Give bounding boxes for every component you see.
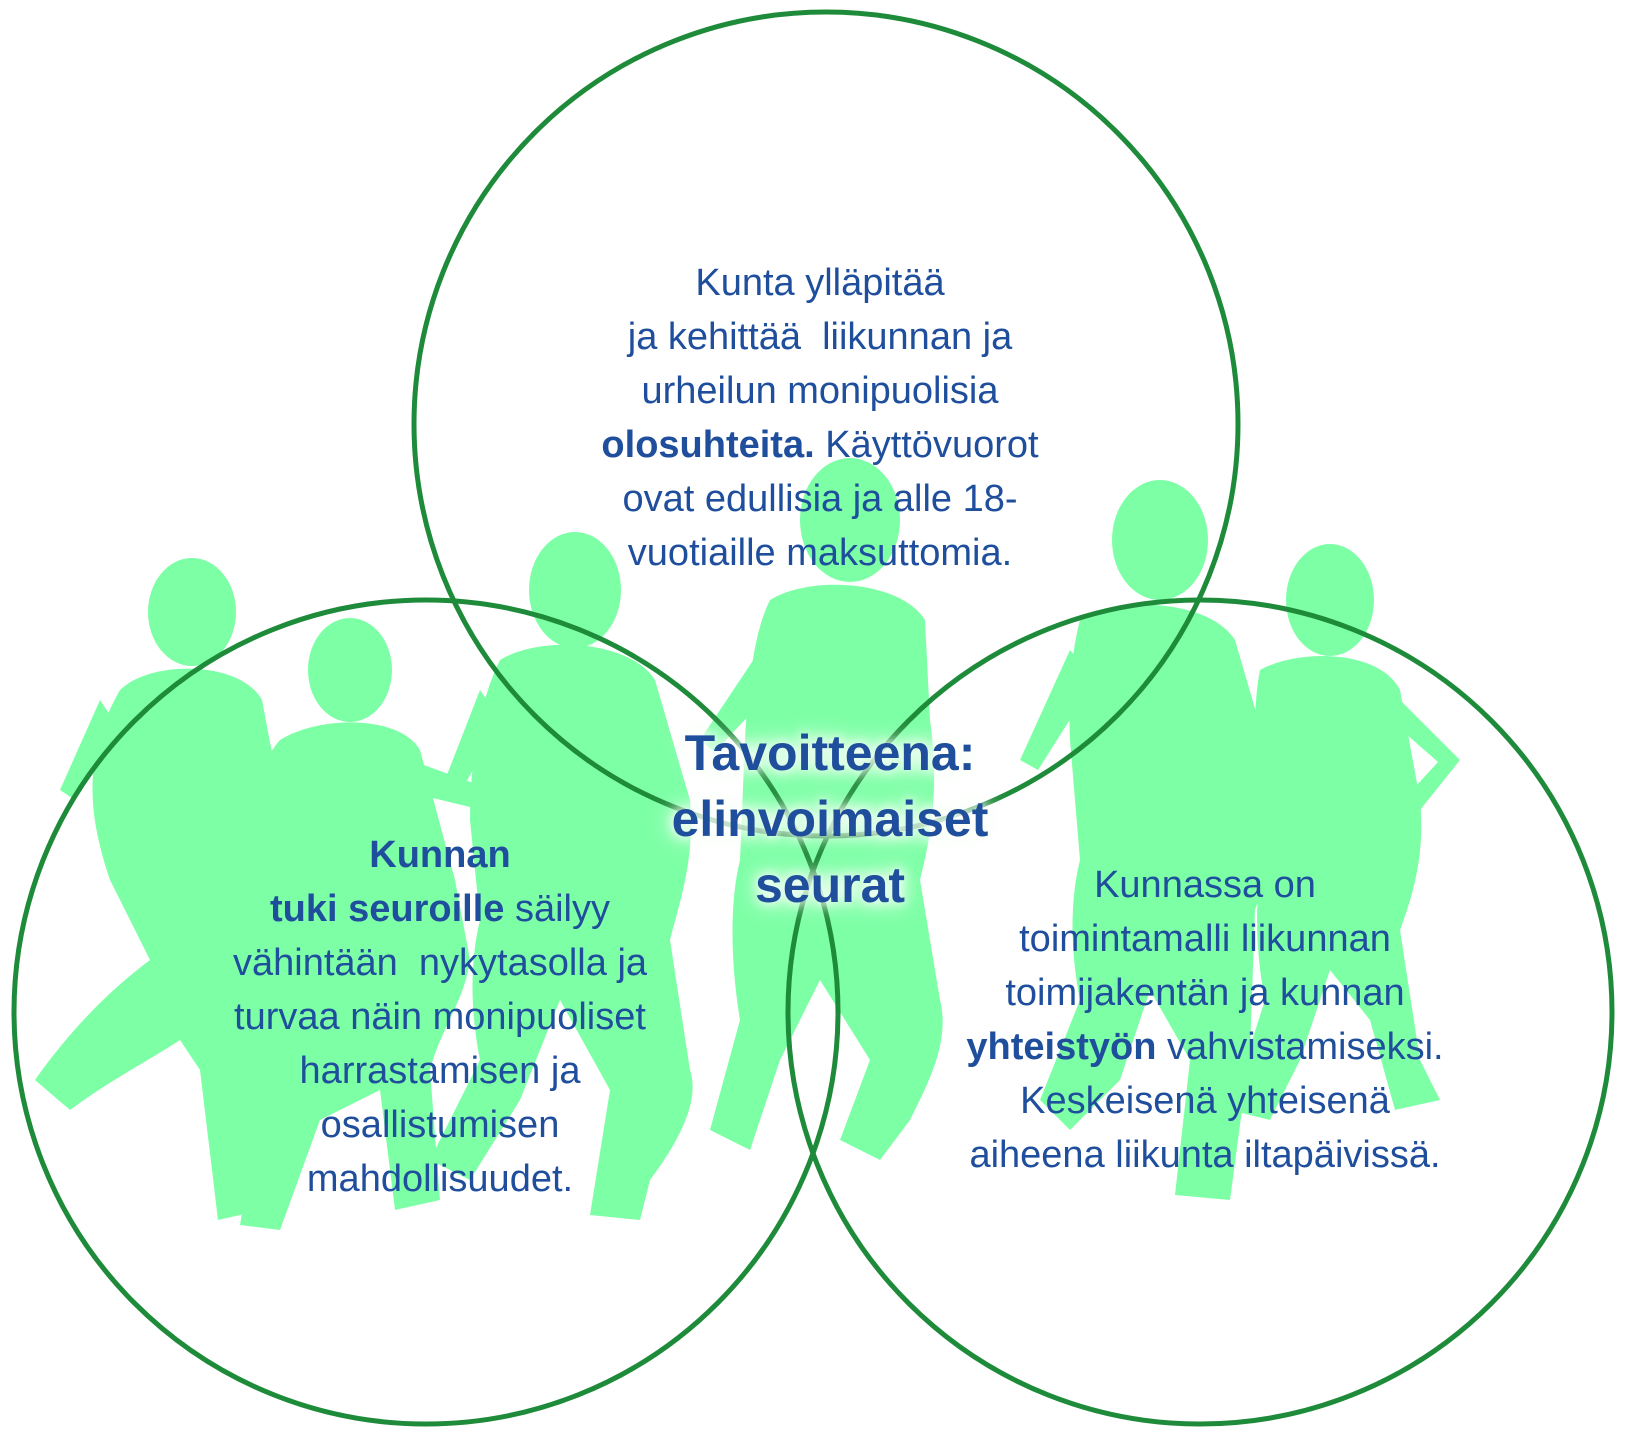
left-line-1: Kunnan <box>150 828 730 882</box>
center-goal-text: Tavoitteena: elinvoimaiset seurat <box>600 720 1060 918</box>
left-keyword-tuki-seuroille: tuki seuroille <box>270 888 505 930</box>
right-keyword-yhteistyon: yhteistyön <box>966 1026 1157 1068</box>
runner-silhouette-icon <box>700 458 943 1160</box>
top-line-1: Kunta ylläpitää <box>695 262 945 304</box>
center-line-1: Tavoitteena: <box>684 725 976 781</box>
top-keyword-olosuhteita: olosuhteita. <box>601 424 815 466</box>
center-line-2: elinvoimaiset <box>671 791 989 847</box>
left-line-3: vähintään nykytasolla ja <box>232 942 648 984</box>
top-line-5: ovat edullisia ja alle 18- <box>622 478 1018 520</box>
top-line-2: ja kehittää liikunnan ja <box>627 316 1013 358</box>
left-line-2: tuki seuroille säilyy <box>150 882 730 936</box>
right-line-4: yhteistyön vahvistamiseksi. <box>900 1020 1510 1074</box>
left-circle-text: Kunnan tuki seuroille säilyy vähintään n… <box>150 828 730 1206</box>
center-line-3: seurat <box>754 857 906 913</box>
right-line-4-rest: vahvistamiseksi. <box>1156 1026 1444 1068</box>
left-keyword-kunnan: Kunnan <box>369 834 511 876</box>
runner-silhouettes <box>35 458 1460 1230</box>
right-line-2: toimintamalli liikunnan <box>1019 918 1391 960</box>
right-line-1: Kunnassa on <box>1094 864 1316 906</box>
venn-circles <box>11 9 1615 1427</box>
left-line-6: osallistumisen <box>320 1104 560 1146</box>
right-circle-text: Kunnassa on toimintamalli liikunnan toim… <box>900 858 1510 1182</box>
top-line-4-rest: Käyttövuorot <box>814 424 1039 466</box>
right-line-3: toimijakentän ja kunnan <box>1005 972 1405 1014</box>
top-circle-text: Kunta ylläpitää ja kehittää liikunnan ja… <box>540 256 1100 580</box>
left-circle <box>11 597 841 1427</box>
top-line-4: olosuhteita. Käyttövuorot <box>540 418 1100 472</box>
runner-silhouette-icon <box>35 558 301 1220</box>
left-line-7: mahdollisuudet. <box>306 1158 574 1200</box>
right-line-6: aiheena liikunta iltapäivissä. <box>969 1134 1441 1176</box>
left-line-4: turvaa näin monipuoliset <box>234 996 646 1038</box>
left-line-5: harrastamisen ja <box>299 1050 581 1092</box>
top-line-3: urheilun monipuolisia <box>641 370 999 412</box>
right-circle <box>785 597 1615 1427</box>
top-line-6: vuotiaille maksuttomia. <box>627 532 1013 574</box>
left-line-2-rest: säilyy <box>504 888 610 930</box>
right-line-5: Keskeisenä yhteisenä <box>1020 1080 1390 1122</box>
runner-silhouette-icon <box>1020 480 1275 1200</box>
